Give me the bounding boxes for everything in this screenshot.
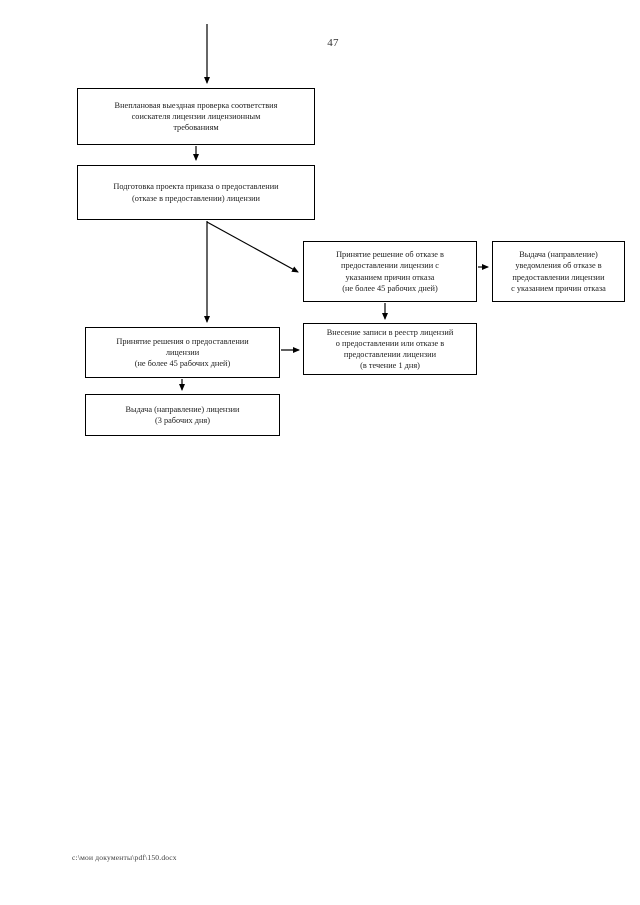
node-label: Выдача (направление) лицензии (3 рабочих… [125,404,240,425]
flowchart-node-registry-entry: Внесение записи в реестр лицензий о пред… [303,323,477,375]
flowchart-node-inspection: Внеплановая выездная проверка соответств… [77,88,315,145]
edge-draft-order-to-refusal [206,221,299,273]
page-number: 47 [327,37,339,49]
footer-file-path: c:\мои документы\pdf\150.docx [72,853,177,862]
node-label: Подготовка проекта приказа о предоставле… [113,182,279,203]
flowchart-node-grant-decision: Принятие решения о предоставлении лиценз… [85,327,280,378]
node-label: Принятие решение об отказе в предоставле… [336,250,444,293]
node-label: Внеплановая выездная проверка соответств… [114,100,278,133]
node-label: Выдача (направление) уведомления об отка… [511,250,606,293]
node-label: Внесение записи в реестр лицензий о пред… [326,327,454,371]
flowchart-node-issue-license: Выдача (направление) лицензии (3 рабочих… [85,394,280,436]
flowchart-node-draft-order: Подготовка проекта приказа о предоставле… [77,165,315,220]
flowchart-node-refusal-decision: Принятие решение об отказе в предоставле… [303,241,477,302]
node-label: Принятие решения о предоставлении лиценз… [116,336,249,369]
flowchart-node-refusal-notice: Выдача (направление) уведомления об отка… [492,241,625,302]
